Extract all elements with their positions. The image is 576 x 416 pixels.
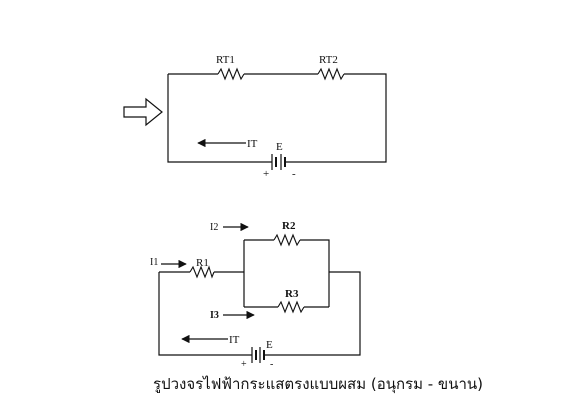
rt2-label: RT2 bbox=[319, 54, 338, 66]
resistor-r1 bbox=[189, 265, 215, 279]
figure-caption: รูปวงจรไฟฟ้ากระแสตรงแบบผสม (อนุกรม - ขนา… bbox=[0, 372, 576, 396]
wire bbox=[286, 73, 387, 163]
resistor-r3 bbox=[277, 300, 305, 314]
e-label: E bbox=[276, 141, 283, 153]
wire bbox=[158, 272, 252, 356]
resistor-rt1 bbox=[217, 67, 245, 81]
mixed-circuit: R1 R2 R3 I2 I1 I3 IT E + - bbox=[150, 220, 361, 370]
minus-label: - bbox=[270, 359, 273, 370]
r1-label: R1 bbox=[196, 257, 209, 269]
hollow-right-arrow-icon bbox=[123, 97, 163, 127]
battery-symbol bbox=[251, 347, 265, 363]
i2-label: I2 bbox=[210, 222, 218, 233]
plus-label: + bbox=[263, 168, 269, 180]
i1-label: I1 bbox=[150, 257, 158, 268]
e-label: E bbox=[266, 339, 273, 351]
resistor-rt2 bbox=[317, 67, 345, 81]
i3-label: I3 bbox=[210, 310, 219, 321]
wire bbox=[264, 271, 361, 356]
caption-text: รูปวงจรไฟฟ้ากระแสตรงแบบผสม (อนุกรม - ขนา… bbox=[153, 375, 483, 393]
wire bbox=[300, 239, 330, 307]
battery-symbol bbox=[271, 154, 286, 170]
it-label: IT bbox=[247, 138, 258, 150]
it-label: IT bbox=[229, 334, 240, 346]
r3-label: R3 bbox=[285, 288, 299, 300]
r2-label: R2 bbox=[282, 220, 296, 232]
rt1-label: RT1 bbox=[216, 54, 235, 66]
resistor-r2 bbox=[273, 233, 301, 247]
plus-label: + bbox=[241, 359, 247, 370]
wire bbox=[167, 74, 272, 163]
minus-label: - bbox=[292, 168, 296, 180]
series-circuit: RT1 RT2 IT E + - bbox=[123, 54, 387, 180]
